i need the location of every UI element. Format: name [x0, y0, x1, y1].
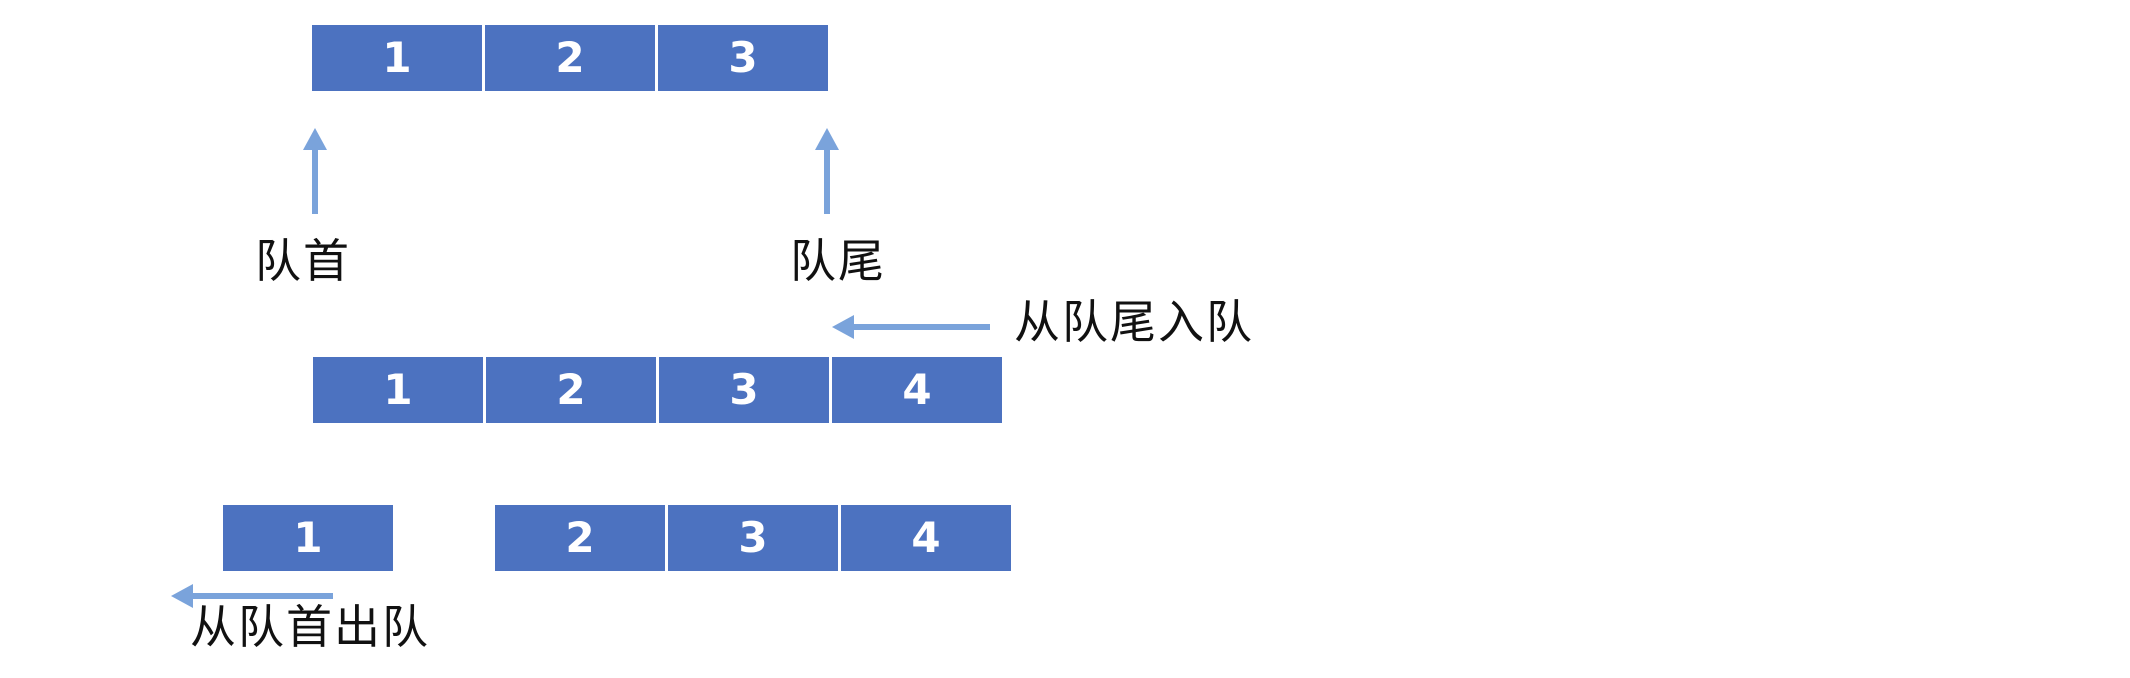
arrow-stem: [824, 150, 830, 214]
rear-pointer-label: 队尾: [790, 235, 886, 287]
queue-cell: 4: [841, 505, 1011, 571]
queue-cell: 2: [495, 505, 665, 571]
queue-cell: 3: [668, 505, 838, 571]
dequeue-action-label: 从队首出队: [190, 601, 430, 653]
arrow-stem: [854, 324, 990, 330]
dequeued-element-row: 1: [223, 505, 393, 571]
front-pointer-arrow-icon: [303, 128, 327, 214]
queue-cell: 1: [223, 505, 393, 571]
queue-cell: 3: [659, 357, 829, 423]
arrow-head: [171, 584, 193, 608]
queue-cell: 4: [832, 357, 1002, 423]
arrow-stem: [193, 593, 333, 599]
queue-cell: 2: [485, 25, 655, 91]
queue-cell: 2: [486, 357, 656, 423]
arrow-head: [815, 128, 839, 150]
arrow-head: [303, 128, 327, 150]
arrow-stem: [312, 150, 318, 214]
rear-pointer-arrow-icon: [815, 128, 839, 214]
queue-cell: 1: [313, 357, 483, 423]
queue-cell: 3: [658, 25, 828, 91]
enqueue-arrow-icon: [832, 315, 990, 339]
enqueue-action-label: 从队尾入队: [1014, 296, 1254, 348]
dequeue-arrow-icon: [171, 584, 333, 608]
queue-cell: 1: [312, 25, 482, 91]
arrow-head: [832, 315, 854, 339]
front-pointer-label: 队首: [255, 235, 351, 287]
